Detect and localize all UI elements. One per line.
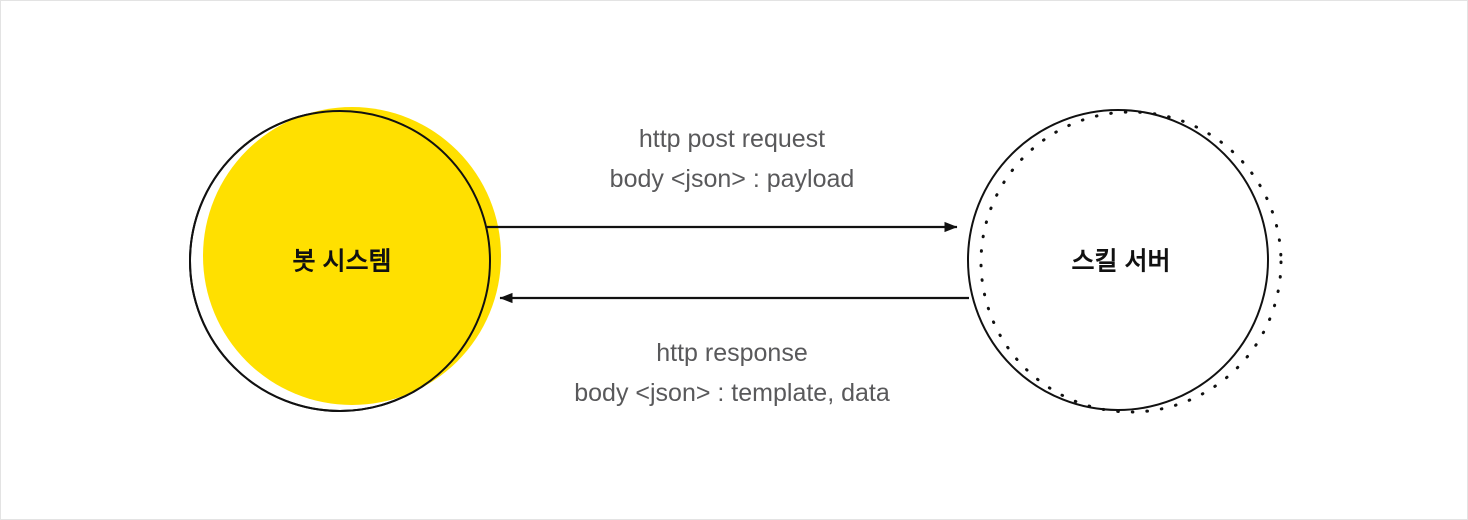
response-label-line2: body <json> : template, data bbox=[574, 379, 890, 407]
edge-request[interactable]: http post request body <json> : payload bbox=[487, 125, 958, 233]
request-label-line1: http post request bbox=[639, 125, 825, 153]
bot-system-circle bbox=[203, 107, 501, 405]
bot-system-label: 봇 시스템 bbox=[293, 248, 392, 276]
response-label-line1: http response bbox=[656, 339, 808, 367]
node-bot-system[interactable]: 봇 시스템 bbox=[189, 107, 501, 412]
edge-response[interactable]: http response body <json> : template, da… bbox=[499, 292, 969, 407]
skill-server-label: 스킬 서버 bbox=[1072, 248, 1171, 276]
skill-server-dotted-outline-icon bbox=[979, 110, 1283, 414]
request-label-line2: body <json> : payload bbox=[610, 165, 855, 193]
node-skill-server[interactable]: 스킬 서버 bbox=[967, 109, 1283, 414]
bot-system-outline-overlay-icon bbox=[189, 110, 491, 412]
